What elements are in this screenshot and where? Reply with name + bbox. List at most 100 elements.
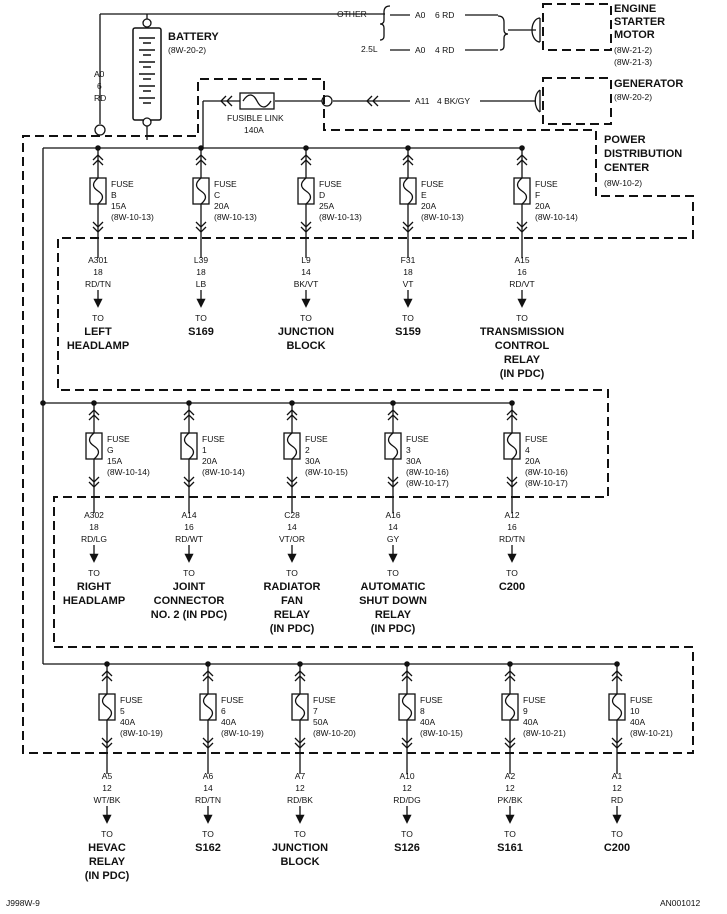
- wire-spec: 14: [287, 522, 297, 532]
- fuse-amps: 30A: [406, 456, 421, 466]
- fuse-amps: 50A: [313, 717, 328, 727]
- wire-spec: 12: [295, 783, 305, 793]
- wire-spec: 18: [93, 267, 103, 277]
- wire-spec: 12: [505, 783, 515, 793]
- fuse-ref: (8W-10-14): [202, 467, 245, 477]
- wire-spec: A302: [84, 510, 104, 520]
- to-label: TO: [611, 829, 623, 839]
- wire-spec: RD/LG: [81, 534, 107, 544]
- fuse-ref: (8W-10-19): [120, 728, 163, 738]
- destination-label: RELAY: [375, 609, 412, 621]
- fuse-7: FUSE750A(8W-10-20)A712RD/BKTOJUNCTIONBLO…: [272, 661, 356, 868]
- fuse-ref: (8W-10-21): [630, 728, 673, 738]
- fuse-amps: 40A: [221, 717, 236, 727]
- wire-spec: A15: [514, 255, 529, 265]
- fuse-ref: (8W-10-19): [221, 728, 264, 738]
- generator-title: GENERATOR: [614, 78, 683, 90]
- destination-label: AUTOMATIC: [361, 581, 426, 593]
- fuse-label: FUSE: [313, 695, 336, 705]
- destination-label: JUNCTION: [278, 326, 334, 338]
- fuse-label: FUSE: [319, 179, 342, 189]
- generator: GENERATOR (8W-20-2) A11 4 BK/GY: [333, 77, 683, 125]
- fuse-amps: 20A: [535, 201, 550, 211]
- generator-ref: (8W-20-2): [614, 92, 652, 102]
- destination-label: BLOCK: [280, 856, 319, 868]
- wire-spec: RD/VT: [509, 279, 535, 289]
- starter-wire-2-circuit: A0: [415, 45, 426, 55]
- wire-spec: RD/WT: [175, 534, 203, 544]
- fuse-ref: (8W-10-15): [420, 728, 463, 738]
- fuse-id: 2: [305, 445, 310, 455]
- pdc-title-1: POWER: [604, 134, 646, 146]
- fuse-ref: (8W-10-13): [214, 212, 257, 222]
- fuse-label: FUSE: [406, 434, 429, 444]
- fuse-id: 6: [221, 706, 226, 716]
- starter-wire-1-circuit: A0: [415, 10, 426, 20]
- wire-spec: F31: [401, 255, 416, 265]
- battery-wire-gauge: 6: [97, 81, 102, 91]
- fuse-2: FUSE230A(8W-10-15)C2814VT/ORTORADIATORFA…: [263, 400, 348, 635]
- fuse-1: FUSE120A(8W-10-14)A1416RD/WTTOJOINTCONNE…: [151, 400, 245, 621]
- to-label: TO: [195, 313, 207, 323]
- pdc-title-2: DISTRIBUTION: [604, 148, 682, 160]
- wire-spec: 16: [517, 267, 527, 277]
- fusible-link-rating: 140A: [244, 125, 264, 135]
- fuse-label: FUSE: [525, 434, 548, 444]
- fuse-B: FUSEB15A(8W-10-13)A30118RD/TNTOLEFTHEADL…: [67, 145, 154, 352]
- starter-wire-2.5l-label: 2.5L: [361, 44, 378, 54]
- wire-spec: A2: [505, 771, 516, 781]
- destination-label: RELAY: [89, 856, 126, 868]
- fuse-F: FUSEF20A(8W-10-14)A1516RD/VTTOTRANSMISSI…: [480, 145, 578, 380]
- battery: BATTERY (8W-20-2): [132, 14, 219, 134]
- fuse-id: 1: [202, 445, 207, 455]
- starter-ref-2: (8W-21-3): [614, 57, 652, 67]
- wire-spec: RD/TN: [85, 279, 111, 289]
- destination-label: (IN PDC): [85, 870, 130, 882]
- battery-wire-color: RD: [94, 93, 106, 103]
- fuse-amps: 40A: [523, 717, 538, 727]
- destination-label: SHUT DOWN: [359, 595, 427, 607]
- fuse-amps: 20A: [202, 456, 217, 466]
- to-label: TO: [101, 829, 113, 839]
- fuse-ref: (8W-10-15): [305, 467, 348, 477]
- destination-label: C200: [604, 842, 630, 854]
- fuse-amps: 40A: [420, 717, 435, 727]
- wire-spec: RD/TN: [499, 534, 525, 544]
- wire-spec: 12: [402, 783, 412, 793]
- fuse-id: 7: [313, 706, 318, 716]
- fuse-id: 9: [523, 706, 528, 716]
- pdc-connector: [94, 124, 106, 136]
- fuse-D: FUSED25A(8W-10-13)L914BK/VTTOJUNCTIONBLO…: [278, 145, 362, 352]
- starter-ref-1: (8W-21-2): [614, 45, 652, 55]
- starter-title-2: STARTER: [614, 16, 665, 28]
- destination-label: S162: [195, 842, 221, 854]
- wire-spec: LB: [196, 279, 207, 289]
- destination-label: (IN PDC): [371, 623, 416, 635]
- fuse-label: FUSE: [630, 695, 653, 705]
- fuse-label: FUSE: [202, 434, 225, 444]
- fuse-amps: 40A: [120, 717, 135, 727]
- to-label: TO: [516, 313, 528, 323]
- wire-spec: 18: [403, 267, 413, 277]
- fuse-ref: (8W-10-13): [421, 212, 464, 222]
- destination-label: (IN PDC): [500, 368, 545, 380]
- fuse-label: FUSE: [107, 434, 130, 444]
- destination-label: C200: [499, 581, 525, 593]
- to-label: TO: [294, 829, 306, 839]
- fuse-id: 10: [630, 706, 640, 716]
- to-label: TO: [202, 829, 214, 839]
- pdc-ref: (8W-10-2): [604, 178, 642, 188]
- fuse-5: FUSE540A(8W-10-19)A512WT/BKTOHEVACRELAY(…: [85, 661, 163, 882]
- destination-label: RELAY: [504, 354, 541, 366]
- fuse-amps: 20A: [525, 456, 540, 466]
- starter-wire-2-spec: 4 RD: [435, 45, 454, 55]
- destination-label: S126: [394, 842, 420, 854]
- wire-spec: 16: [507, 522, 517, 532]
- wire-spec: 14: [388, 522, 398, 532]
- destination-label: HEADLAMP: [67, 340, 129, 352]
- fusible-link-title: FUSIBLE LINK: [227, 113, 284, 123]
- wire-spec: 14: [203, 783, 213, 793]
- destination-label: S159: [395, 326, 421, 338]
- destination-label: LEFT: [84, 326, 112, 338]
